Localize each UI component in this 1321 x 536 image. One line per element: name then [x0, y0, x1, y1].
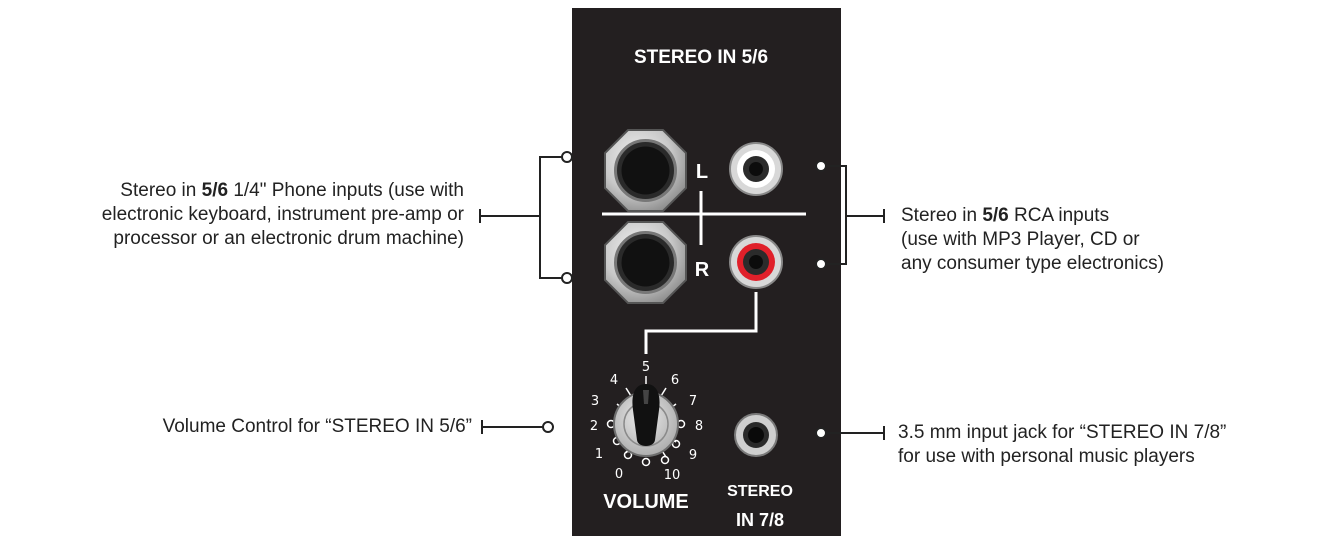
callout-mini-jack-connector [815, 426, 885, 440]
scale-number: 1 [595, 447, 603, 462]
callout-rca-inputs-text: Stereo in 5/6 RCA inputs (use with MP3 P… [901, 204, 1164, 276]
rca-inputs-bold: 5/6 [982, 205, 1009, 226]
mini-jack-label-line2: IN 7/8 [736, 510, 784, 530]
phone-jack-right[interactable] [604, 221, 687, 304]
mini-jack-label-line1: STEREO [727, 483, 793, 500]
phone-inputs-bold: 5/6 [201, 180, 229, 201]
rca-inputs-suffix: RCA inputs [1008, 205, 1110, 226]
phone-inputs-prefix: Stereo in [120, 180, 202, 201]
jack-right-label: R [695, 259, 710, 281]
volume-group-bracket [644, 292, 758, 354]
scale-number: 8 [695, 419, 703, 434]
scale-number: 9 [689, 448, 697, 463]
callout-rca-inputs-line1: Stereo in 5/6 RCA inputs [901, 204, 1164, 228]
volume-scale-numbers: 0 1 2 3 4 5 6 7 8 9 10 [590, 360, 703, 483]
jack-left-label: L [696, 161, 708, 183]
phone-inputs-suffix: 1/4" Phone inputs (use with [228, 180, 464, 201]
callout-volume-line: Volume Control for “STEREO IN 5/6” [162, 416, 472, 437]
scale-number: 2 [590, 419, 598, 434]
volume-label: VOLUME [603, 491, 689, 513]
scale-number: 10 [664, 468, 681, 483]
scale-number: 7 [689, 394, 697, 409]
phone-jack-left[interactable] [604, 129, 687, 212]
rca-jack-left[interactable] [729, 142, 783, 196]
callout-volume-text: Volume Control for “STEREO IN 5/6” [163, 415, 472, 439]
volume-knob[interactable] [613, 384, 679, 457]
callout-rca-inputs-line3: any consumer type electronics) [901, 253, 1164, 274]
callout-phone-inputs-line1: Stereo in 5/6 1/4" Phone inputs (use wit… [102, 179, 464, 203]
panel-title: STEREO IN 5/6 [634, 47, 768, 68]
scale-number: 3 [591, 394, 599, 409]
callout-phone-inputs-line3: processor or an electronic drum machine) [113, 228, 464, 249]
callout-mini-jack-text: 3.5 mm input jack for “STEREO IN 7/8” fo… [898, 421, 1226, 469]
callout-rca-inputs-connector [815, 160, 885, 270]
callout-mini-jack-line2: for use with personal music players [898, 446, 1195, 467]
scale-number: 4 [610, 373, 618, 388]
rca-jack-right[interactable] [729, 235, 783, 289]
callout-phone-inputs-line2: electronic keyboard, instrument pre-amp … [101, 204, 464, 225]
callout-phone-inputs-text: Stereo in 5/6 1/4" Phone inputs (use wit… [102, 179, 464, 251]
callout-mini-jack-line1: 3.5 mm input jack for “STEREO IN 7/8” [898, 422, 1227, 443]
callout-volume-connector [481, 420, 554, 434]
mini-jack-stereo-in-7-8[interactable] [734, 413, 778, 457]
scale-number: 6 [671, 373, 679, 388]
callout-phone-inputs-connector [479, 151, 573, 284]
scale-number: 5 [642, 360, 650, 375]
scale-number: 0 [615, 467, 623, 482]
callout-rca-inputs-line2: (use with MP3 Player, CD or [901, 229, 1140, 250]
rca-inputs-prefix: Stereo in [901, 205, 983, 226]
